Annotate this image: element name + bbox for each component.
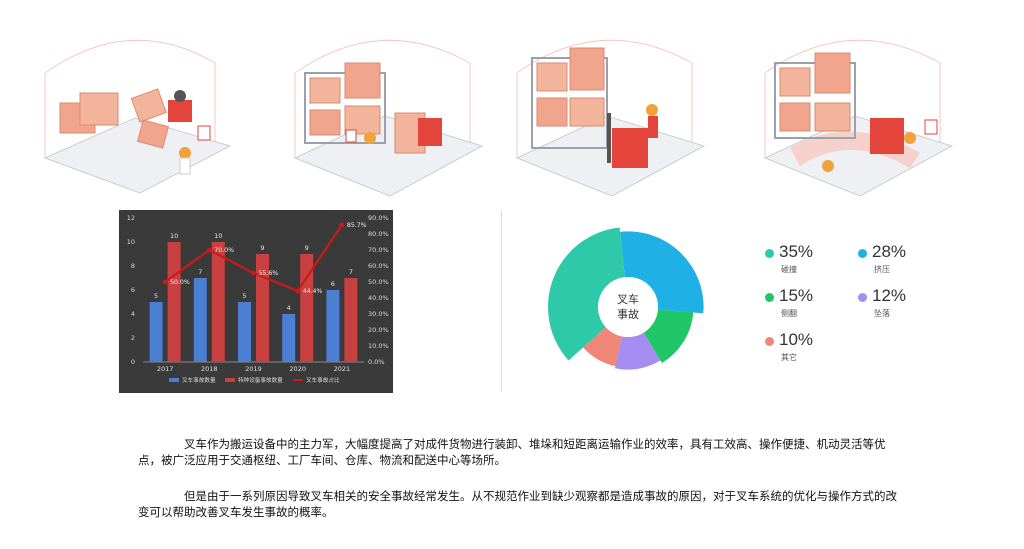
legend-label: 坠落 bbox=[874, 309, 890, 318]
ratio-line bbox=[164, 224, 343, 293]
bar-value-label: 10 bbox=[214, 232, 222, 240]
x-tick-label: 2018 bbox=[201, 365, 218, 373]
illustration-squeeze bbox=[290, 18, 490, 208]
ratio-point bbox=[339, 222, 345, 228]
legend-label: 挤压 bbox=[874, 265, 890, 274]
legend-label: 其它 bbox=[781, 353, 797, 362]
legend-dot bbox=[765, 337, 774, 346]
bar-value-label: 6 bbox=[331, 280, 335, 288]
y-tick-label: 4 bbox=[131, 310, 135, 318]
y2-tick-label: 0.0% bbox=[368, 358, 385, 366]
bar-value-label: 9 bbox=[260, 244, 264, 252]
y-tick-label: 6 bbox=[131, 286, 135, 294]
x-tick-label: 2021 bbox=[334, 365, 351, 373]
bar bbox=[344, 278, 358, 362]
legend-dot bbox=[858, 293, 867, 302]
illustration-collision bbox=[40, 18, 240, 208]
bar bbox=[149, 302, 163, 362]
donut-center-label-2: 事故 bbox=[617, 307, 639, 321]
bar-value-label: 5 bbox=[154, 292, 158, 300]
bar bbox=[193, 278, 207, 362]
bar-value-label: 5 bbox=[242, 292, 246, 300]
legend-dot bbox=[858, 249, 867, 258]
legend-entry: 特种设备事故数量 bbox=[238, 376, 283, 384]
legend-entry: 叉车事故数量 bbox=[182, 376, 216, 384]
ratio-point-label: 44.4% bbox=[303, 288, 323, 295]
y2-tick-label: 30.0% bbox=[368, 310, 389, 318]
legend-label: 碰撞 bbox=[781, 265, 797, 274]
legend-swatch bbox=[225, 378, 235, 382]
illustration-fall bbox=[760, 18, 960, 208]
ratio-point-label: 55.6% bbox=[259, 270, 279, 277]
paragraph-safety-text: 但是由于一系列原因导致叉车相关的安全事故经常发生。从不规范作业到缺少观察都是造成… bbox=[138, 489, 897, 519]
bar bbox=[326, 290, 340, 362]
x-tick-label: 2019 bbox=[245, 365, 262, 373]
bar-value-label: 9 bbox=[305, 244, 309, 252]
bar-chart-svg: 0 2 4 6 8 10 12 0.0% 10.0% 20.0% 30.0% 40.0% 50.0% 60… bbox=[127, 214, 389, 384]
legend-percent: 12% bbox=[872, 286, 907, 305]
bar-value-label: 4 bbox=[287, 304, 291, 312]
pie-chart-svg: 叉车 事故 bbox=[548, 227, 704, 370]
pie-slice bbox=[620, 231, 704, 314]
paragraph-safety: 但是由于一系列原因导致叉车相关的安全事故经常发生。从不规范作业到缺少观察都是造成… bbox=[138, 488, 898, 520]
x-tick-label: 2017 bbox=[157, 365, 174, 373]
y-tick-label: 2 bbox=[131, 334, 135, 342]
y2-tick-label: 10.0% bbox=[368, 342, 389, 350]
ratio-point bbox=[251, 270, 256, 276]
bar bbox=[238, 302, 251, 362]
legend-percent: 35% bbox=[779, 242, 814, 261]
paragraph-intro-text: 叉车作为搬运设备中的主力军，大幅度提高了对成件货物进行装卸、堆垛和短距离运输作业… bbox=[138, 437, 886, 467]
legend-entry: 叉车事故占比 bbox=[306, 376, 340, 384]
ratio-point-label: 85.7% bbox=[347, 222, 367, 229]
y2-tick-label: 60.0% bbox=[368, 262, 389, 270]
y-tick-label: 12 bbox=[127, 214, 135, 222]
y2-tick-label: 40.0% bbox=[368, 294, 389, 302]
bar-value-label: 7 bbox=[198, 268, 202, 276]
y-tick-label: 8 bbox=[131, 262, 135, 270]
bar bbox=[211, 242, 225, 362]
donut-center bbox=[598, 277, 658, 337]
legend-swatch bbox=[169, 378, 179, 382]
x-tick-label: 2020 bbox=[289, 365, 306, 373]
ratio-point-label: 70.0% bbox=[214, 247, 234, 254]
pie-slice bbox=[614, 332, 661, 370]
bar bbox=[256, 254, 269, 362]
ratio-point bbox=[295, 288, 301, 294]
legend-percent: 10% bbox=[779, 330, 814, 349]
legend-percent: 15% bbox=[779, 286, 814, 305]
y2-tick-label: 90.0% bbox=[368, 214, 389, 222]
pie-slice bbox=[548, 227, 625, 361]
bar bbox=[167, 242, 181, 362]
ratio-point bbox=[206, 247, 212, 253]
legend-label: 侧翻 bbox=[781, 309, 797, 318]
legend-percent: 28% bbox=[872, 242, 907, 261]
legend-dot bbox=[765, 249, 774, 258]
y2-tick-label: 80.0% bbox=[368, 230, 389, 238]
bar bbox=[282, 314, 296, 362]
pie-slice bbox=[583, 327, 622, 367]
illustration-rollover bbox=[512, 18, 712, 208]
donut-center-label-1: 叉车 bbox=[617, 292, 639, 306]
paragraph-intro: 叉车作为搬运设备中的主力军，大幅度提高了对成件货物进行装卸、堆垛和短距离运输作业… bbox=[138, 436, 898, 468]
ratio-point bbox=[162, 279, 168, 285]
pie-slice bbox=[643, 309, 694, 364]
bar-value-label: 10 bbox=[170, 232, 178, 240]
bar-value-label: 7 bbox=[349, 268, 353, 276]
forklift-accident-combo-chart: 0 2 4 6 8 10 12 0.0% 10.0% 20.0% 30.0% 40.0% 50.0% 60… bbox=[119, 210, 393, 393]
section-divider bbox=[501, 210, 502, 392]
y-tick-label: 10 bbox=[127, 238, 135, 246]
y2-tick-label: 50.0% bbox=[368, 278, 389, 286]
y2-tick-label: 70.0% bbox=[368, 246, 389, 254]
accident-type-rose-chart: 叉车 事故 bbox=[530, 224, 710, 394]
y-tick-label: 0 bbox=[131, 358, 135, 366]
ratio-point-label: 50.0% bbox=[170, 279, 190, 286]
legend-dot bbox=[765, 293, 774, 302]
y2-tick-label: 20.0% bbox=[368, 326, 389, 334]
